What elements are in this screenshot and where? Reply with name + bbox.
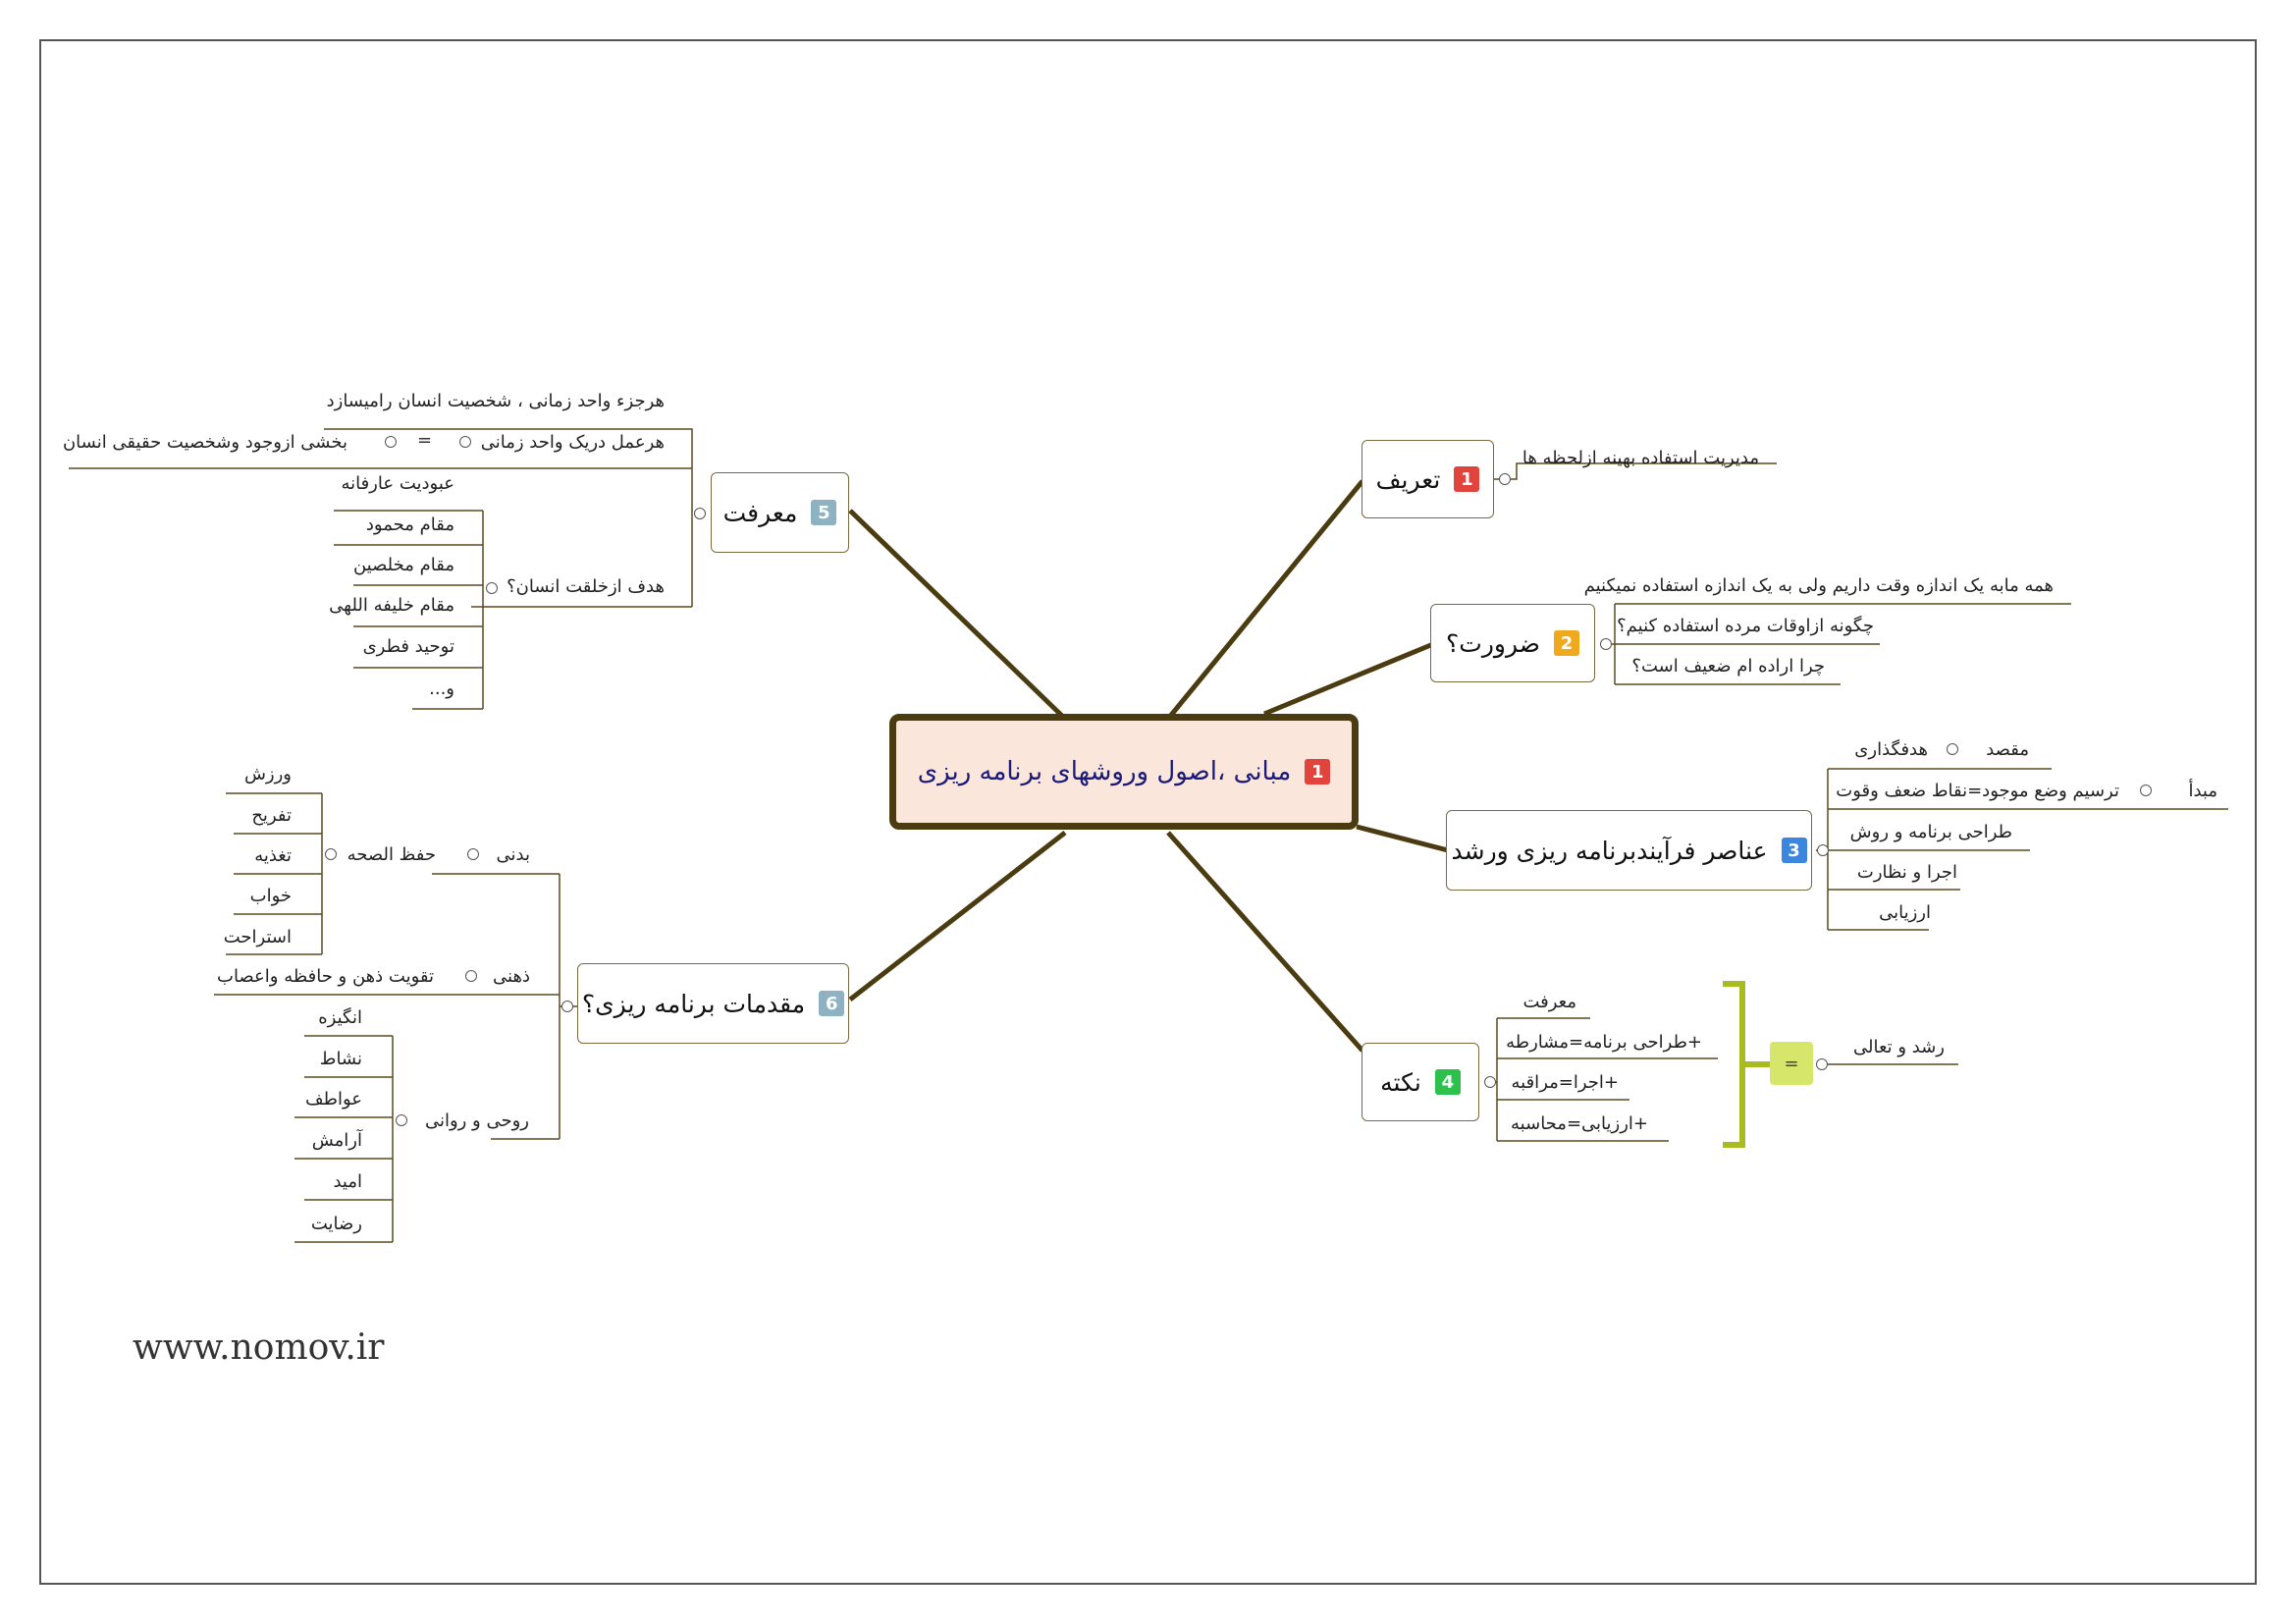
- central-topic-label: مبانی ،اصول وروشهای برنامه ریزی: [917, 757, 1292, 786]
- leaf-ejra: اجرا و نظارت: [1856, 862, 1957, 883]
- leaf-definition: مدیریت استفاده بهینه ازلحظه ها: [1522, 448, 1759, 468]
- leaf-hefz-2: تفریح: [251, 805, 292, 826]
- priority-badge: 2: [1554, 630, 1579, 656]
- topic-definition[interactable]: 1 تعریف: [1362, 440, 1494, 518]
- leaf-ruhi-4: آرامش: [311, 1130, 362, 1151]
- equals-summary-box[interactable]: =: [1770, 1042, 1813, 1085]
- leaf-goal-6: و...: [429, 678, 454, 699]
- leaf-note-arzyabi: +ارزیابی=محاسبه: [1511, 1113, 1648, 1134]
- leaf-hefz-4: خواب: [249, 886, 292, 906]
- leaf-marefat-1: هرجزء واحد زمانی ، شخصیت انسان رامیسازد: [326, 391, 665, 411]
- collapse-handle[interactable]: [467, 848, 479, 860]
- priority-badge: 4: [1434, 1069, 1461, 1095]
- leaf-hefz: حفظ الصحه: [347, 844, 436, 865]
- collapse-handle[interactable]: [465, 970, 477, 982]
- leaf-ruhi-3: عواطف: [305, 1089, 362, 1110]
- leaf-hefz-3: تغذیه: [254, 845, 292, 866]
- priority-badge: 6: [819, 991, 845, 1016]
- central-topic[interactable]: 1 مبانی ،اصول وروشهای برنامه ریزی: [889, 714, 1359, 830]
- leaf-growth: رشد و تعالی: [1852, 1037, 1945, 1057]
- leaf-connectors: [69, 428, 2228, 1243]
- leaf-hefz-5: استراحت: [223, 927, 292, 947]
- leaf-ruhi-2: نشاط: [319, 1049, 362, 1069]
- branch-center-t5: [848, 509, 1067, 721]
- leaf-ruhi-6: رضایت: [310, 1214, 362, 1234]
- leaf-badani: بدنی: [496, 844, 530, 865]
- leaf-tarrahi: طراحی برنامه و روش: [1849, 822, 2012, 842]
- collapse-handle[interactable]: [1947, 743, 1958, 755]
- leaf-mabda: مبدأ: [2188, 781, 2217, 801]
- collapse-handle[interactable]: [1817, 844, 1829, 856]
- leaf-ruhi-1: انگیزه: [318, 1007, 362, 1028]
- collapse-handle[interactable]: [385, 436, 397, 448]
- topic-label: مقدمات برنامه ریزی؟: [581, 989, 806, 1018]
- leaf-note-tarrahi: +طراحی برنامه=مشارطه: [1506, 1032, 1702, 1053]
- page-frame: [39, 39, 2257, 1585]
- priority-badge: 3: [1781, 838, 1807, 863]
- leaf-marefat-2b: بخشی ازوجود وشخصیت حقیقی انسان: [62, 432, 347, 453]
- priority-badge: 1: [1454, 466, 1480, 492]
- leaf-zehni-child: تقویت ذهن و حافظه واعصاب: [217, 966, 434, 987]
- leaf-zehni: ذهنی: [493, 966, 530, 987]
- topic-label: نکته: [1380, 1067, 1421, 1097]
- topic-label: تعریف: [1375, 464, 1441, 494]
- collapse-handle[interactable]: [459, 436, 471, 448]
- leaf-maqsad: مقصد: [1986, 739, 2029, 760]
- topic-label: ضرورت؟: [1446, 628, 1540, 658]
- topic-note[interactable]: 4 نکته: [1362, 1043, 1479, 1121]
- leaf-goal-2: مقام محمود: [365, 514, 454, 535]
- collapse-handle[interactable]: [1484, 1076, 1496, 1088]
- branch-center-t3: [1356, 824, 1449, 853]
- equals-sign: =: [417, 430, 433, 451]
- leaf-tarsim: ترسیم وضع موجود=نقاط ضعف وقوت: [1836, 781, 2119, 801]
- collapse-handle[interactable]: [1499, 473, 1511, 485]
- collapse-handle[interactable]: [1816, 1058, 1828, 1070]
- leaf-necessity-2: چگونه ازاوقات مرده استفاده کنیم؟: [1617, 616, 1874, 636]
- branch-center-t2: [1263, 641, 1434, 717]
- collapse-handle[interactable]: [561, 1001, 573, 1012]
- collapse-handle[interactable]: [325, 848, 337, 860]
- topic-elements[interactable]: 3 عناصر فرآیندبرنامه ریزی ورشد: [1446, 810, 1812, 891]
- website-url: www.nomov.ir: [133, 1327, 385, 1368]
- equals-sign: =: [1784, 1053, 1799, 1074]
- topic-label: معرفت: [722, 498, 798, 527]
- collapse-handle[interactable]: [396, 1114, 407, 1126]
- leaf-marefat-goal: هدف ازخلقت انسان؟: [507, 576, 665, 597]
- leaf-necessity-1: همه مابه یک اندازه وقت داریم ولی به یک ا…: [1583, 575, 2054, 596]
- topic-necessity[interactable]: 2 ضرورت؟: [1430, 604, 1595, 682]
- leaf-arzyabi: ارزیابی: [1879, 902, 1931, 923]
- branch-center-t6: [848, 831, 1067, 1001]
- leaf-ruhi: روحی و روانی: [424, 1110, 529, 1131]
- result-bracket: [1723, 981, 1770, 1148]
- collapse-handle[interactable]: [694, 508, 706, 519]
- priority-badge: 1: [1305, 759, 1331, 785]
- main-branches: [848, 479, 1449, 1053]
- topic-marefat[interactable]: 5 معرفت: [711, 472, 849, 553]
- leaf-goal-1: عبودیت عارفانه: [341, 473, 454, 494]
- leaf-hadafgozari: هدفگذاری: [1854, 739, 1928, 760]
- collapse-handle[interactable]: [2140, 785, 2152, 796]
- leaf-goal-5: توحید فطری: [362, 636, 454, 657]
- leaf-note-marefat: معرفت: [1522, 992, 1576, 1012]
- branch-center-t1: [1166, 479, 1364, 721]
- leaf-note-ejra: +اجرا=مراقبه: [1511, 1072, 1620, 1093]
- priority-badge: 5: [811, 500, 837, 525]
- leaf-ruhi-5: امید: [333, 1171, 362, 1192]
- collapse-handle[interactable]: [486, 582, 498, 594]
- branch-center-t4: [1166, 831, 1364, 1053]
- collapse-handle[interactable]: [1600, 638, 1612, 650]
- leaf-necessity-3: چرا اراده ام ضعیف است؟: [1631, 656, 1825, 677]
- leaf-marefat-2: هرعمل دریک واحد زمانی: [480, 432, 665, 453]
- leaf-goal-4: مقام خلیفه اللهی: [329, 595, 454, 616]
- topic-label: عناصر فرآیندبرنامه ریزی ورشد: [1451, 836, 1768, 865]
- leaf-hefz-1: ورزش: [243, 764, 292, 785]
- leaf-goal-3: مقام مخلصین: [352, 555, 454, 575]
- topic-prerequisites[interactable]: 6 مقدمات برنامه ریزی؟: [577, 963, 849, 1044]
